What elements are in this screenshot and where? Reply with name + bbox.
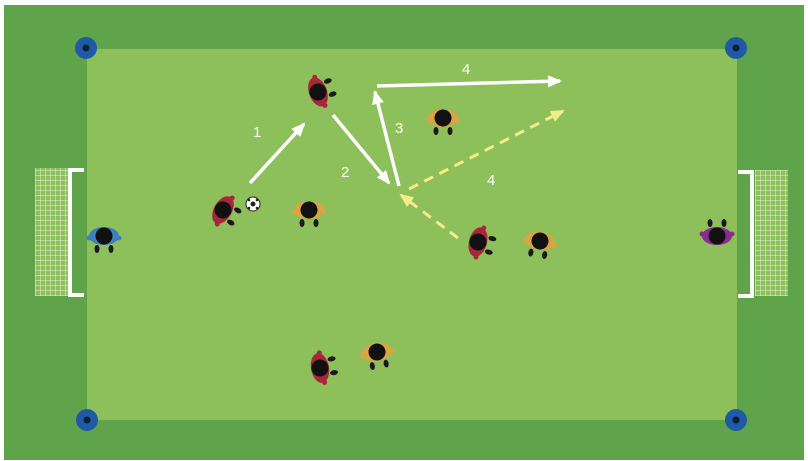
playing-area: [87, 49, 737, 420]
arrow-label-2: 2: [341, 164, 349, 181]
arrow-label-1: 1: [253, 124, 261, 141]
arrow-label-4-pass: 4: [462, 61, 470, 78]
cone-top-left: [75, 37, 97, 59]
cone-bottom-left: [76, 409, 98, 431]
cone-top-right: [725, 37, 747, 59]
arrow-label-4-run: 4: [487, 172, 495, 189]
ball-icon: [246, 197, 260, 211]
arrow-label-3: 3: [395, 120, 403, 137]
cone-bottom-right: [725, 409, 747, 431]
